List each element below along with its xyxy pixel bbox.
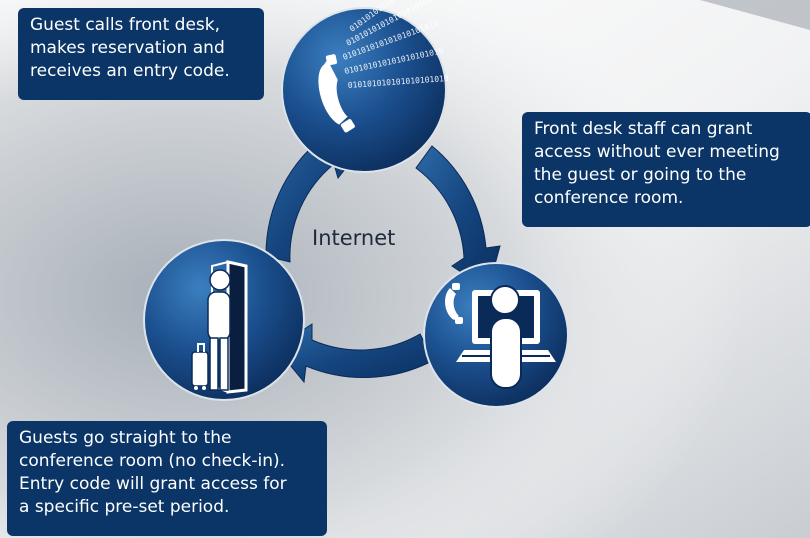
callout-line: Entry code will grant access for — [19, 474, 287, 494]
callout-front-desk: Front desk staff can grant access withou… — [522, 112, 810, 227]
callout-line: a specific pre-set period. — [19, 497, 230, 517]
node-top: 010101010101010101010 010101010101010101… — [281, 0, 449, 173]
callout-line: Guests go straight to the — [19, 428, 232, 448]
node-left — [143, 239, 305, 401]
guest-at-door-icon — [191, 260, 248, 394]
phone-handset-icon — [318, 54, 355, 133]
callout-line: makes reservation and — [30, 38, 225, 58]
callout-line: access without ever meeting — [534, 142, 780, 162]
callout-guest-access: Guests go straight to the conference roo… — [7, 421, 327, 536]
callout-line: Front desk staff can grant — [534, 119, 753, 139]
callout-line: conference room. — [534, 188, 684, 208]
callout-line: the guest or going to the — [534, 165, 747, 185]
front-desk-computer-icon — [445, 283, 556, 389]
node-right — [423, 262, 569, 408]
callout-line: conference room (no check-in). — [19, 451, 286, 471]
internet-label: Internet — [312, 226, 396, 250]
callout-line: receives an entry code. — [30, 61, 230, 81]
callout-reservation: Guest calls front desk, makes reservatio… — [18, 8, 264, 100]
callout-line: Guest calls front desk, — [30, 15, 221, 35]
